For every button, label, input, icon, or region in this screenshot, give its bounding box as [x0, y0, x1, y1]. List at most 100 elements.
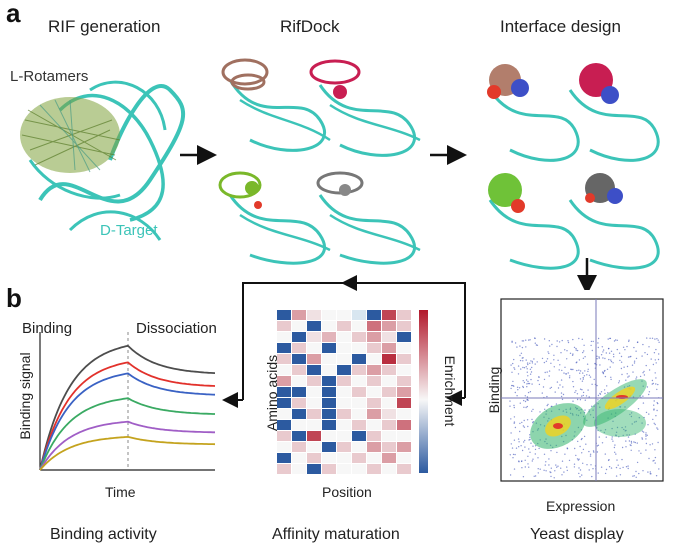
heatmap-cell — [352, 354, 366, 364]
heatmap-cell — [292, 409, 306, 419]
heatmap-cell — [382, 387, 396, 397]
rifdock-title: RifDock — [280, 17, 340, 36]
heatmap-cell — [322, 321, 336, 331]
kinetics-curve-6 — [39, 435, 216, 471]
kinetics-curve-3 — [39, 372, 216, 471]
heatmap-cell — [337, 398, 351, 408]
heatmap-cell — [337, 420, 351, 430]
heatmap-cell — [277, 376, 291, 386]
heatmap-cell — [367, 365, 381, 375]
binding-phase-label: Binding — [22, 320, 73, 337]
d-target-structure — [28, 80, 185, 241]
heatmap-cell — [322, 310, 336, 320]
heatmap-cell — [337, 354, 351, 364]
heatmap-cell — [322, 354, 336, 364]
heatmap-cell — [322, 398, 336, 408]
heatmap-cell — [322, 420, 336, 430]
heatmap-cell — [277, 464, 291, 474]
heatmap-cell — [382, 365, 396, 375]
heatmap-cell — [277, 431, 291, 441]
heatmap-cell — [322, 376, 336, 386]
heatmap-cell — [307, 431, 321, 441]
yeast-display-facs-plot — [500, 298, 664, 482]
heatmap-cell — [367, 409, 381, 419]
heatmap-cell — [277, 321, 291, 331]
heatmap-cell — [367, 398, 381, 408]
heatmap-cell — [292, 420, 306, 430]
heatmap-cell — [292, 365, 306, 375]
heatmap-cell — [307, 442, 321, 452]
heatmap-cell — [382, 343, 396, 353]
heatmap-cell — [337, 343, 351, 353]
heatmap-cell — [382, 354, 396, 364]
heatmap-cell — [382, 321, 396, 331]
heatmap-cell — [367, 376, 381, 386]
heatmap-cell — [292, 376, 306, 386]
heatmap-cell — [307, 420, 321, 430]
heatmap-cell — [352, 398, 366, 408]
heatmap-cell — [292, 354, 306, 364]
heatmap-cell — [367, 431, 381, 441]
affinity-maturation-title: Affinity maturation — [272, 526, 400, 543]
heatmap-cell — [292, 332, 306, 342]
heatmap-cell — [397, 354, 411, 364]
heatmap-cell — [382, 442, 396, 452]
yeast-display-title: Yeast display — [530, 526, 624, 543]
heatmap-cell — [367, 343, 381, 353]
enrichment-legend-label: Enrichment — [442, 355, 458, 427]
heatmap-cell — [337, 442, 351, 452]
kinetics-x-label: Time — [105, 484, 136, 500]
heatmap-cell — [307, 409, 321, 419]
rifdock-model-4 — [316, 171, 421, 265]
heatmap-cell — [397, 343, 411, 353]
heatmap-cell — [397, 332, 411, 342]
heatmap-cell — [277, 343, 291, 353]
heatmap-cell — [352, 420, 366, 430]
heatmap-cell — [397, 376, 411, 386]
rif-generation-title: RIF generation — [48, 17, 161, 36]
heatmap-cell — [277, 332, 291, 342]
heatmap-cell — [352, 376, 366, 386]
rifdock-model-3 — [218, 171, 331, 265]
heatmap-cell — [307, 453, 321, 463]
interface-model-3 — [488, 173, 580, 270]
interface-model-2 — [568, 63, 660, 162]
heatmap-cell — [292, 343, 306, 353]
heatmap-cell — [352, 431, 366, 441]
heatmap-cell — [397, 420, 411, 430]
kinetics-curve-2 — [39, 361, 216, 471]
kinetics-curve-1 — [39, 344, 216, 471]
heatmap-cell — [292, 442, 306, 452]
heatmap-cell — [367, 387, 381, 397]
kinetics-y-label: Binding signal — [17, 352, 33, 440]
heatmap-cell — [397, 409, 411, 419]
heatmap-cell — [397, 310, 411, 320]
l-rotamers-label: L-Rotamers — [10, 68, 89, 85]
l-rotamers-bundle — [20, 97, 121, 173]
heatmap-cell — [277, 398, 291, 408]
heatmap-cell — [337, 376, 351, 386]
heatmap-cell — [322, 387, 336, 397]
heatmap-y-label: Amino acids — [264, 354, 280, 432]
heatmap-cell — [307, 365, 321, 375]
heatmap-cell — [337, 453, 351, 463]
heatmap-cell — [337, 365, 351, 375]
heatmap-cell — [322, 453, 336, 463]
heatmap-cell — [337, 409, 351, 419]
heatmap-cell — [352, 365, 366, 375]
enrichment-colorbar — [419, 310, 428, 473]
heatmap-cell — [292, 310, 306, 320]
heatmap-cell — [382, 332, 396, 342]
facs-x-label: Expression — [546, 498, 616, 514]
heatmap-cell — [307, 332, 321, 342]
heatmap-cell — [307, 398, 321, 408]
heatmap-cell — [337, 464, 351, 474]
affinity-heatmap — [277, 310, 428, 474]
heatmap-cell — [277, 354, 291, 364]
heatmap-cell — [382, 464, 396, 474]
facs-y-label: Binding — [486, 366, 502, 414]
heatmap-cell — [367, 464, 381, 474]
heatmap-cell — [292, 464, 306, 474]
heatmap-cell — [367, 442, 381, 452]
heatmap-cell — [352, 464, 366, 474]
